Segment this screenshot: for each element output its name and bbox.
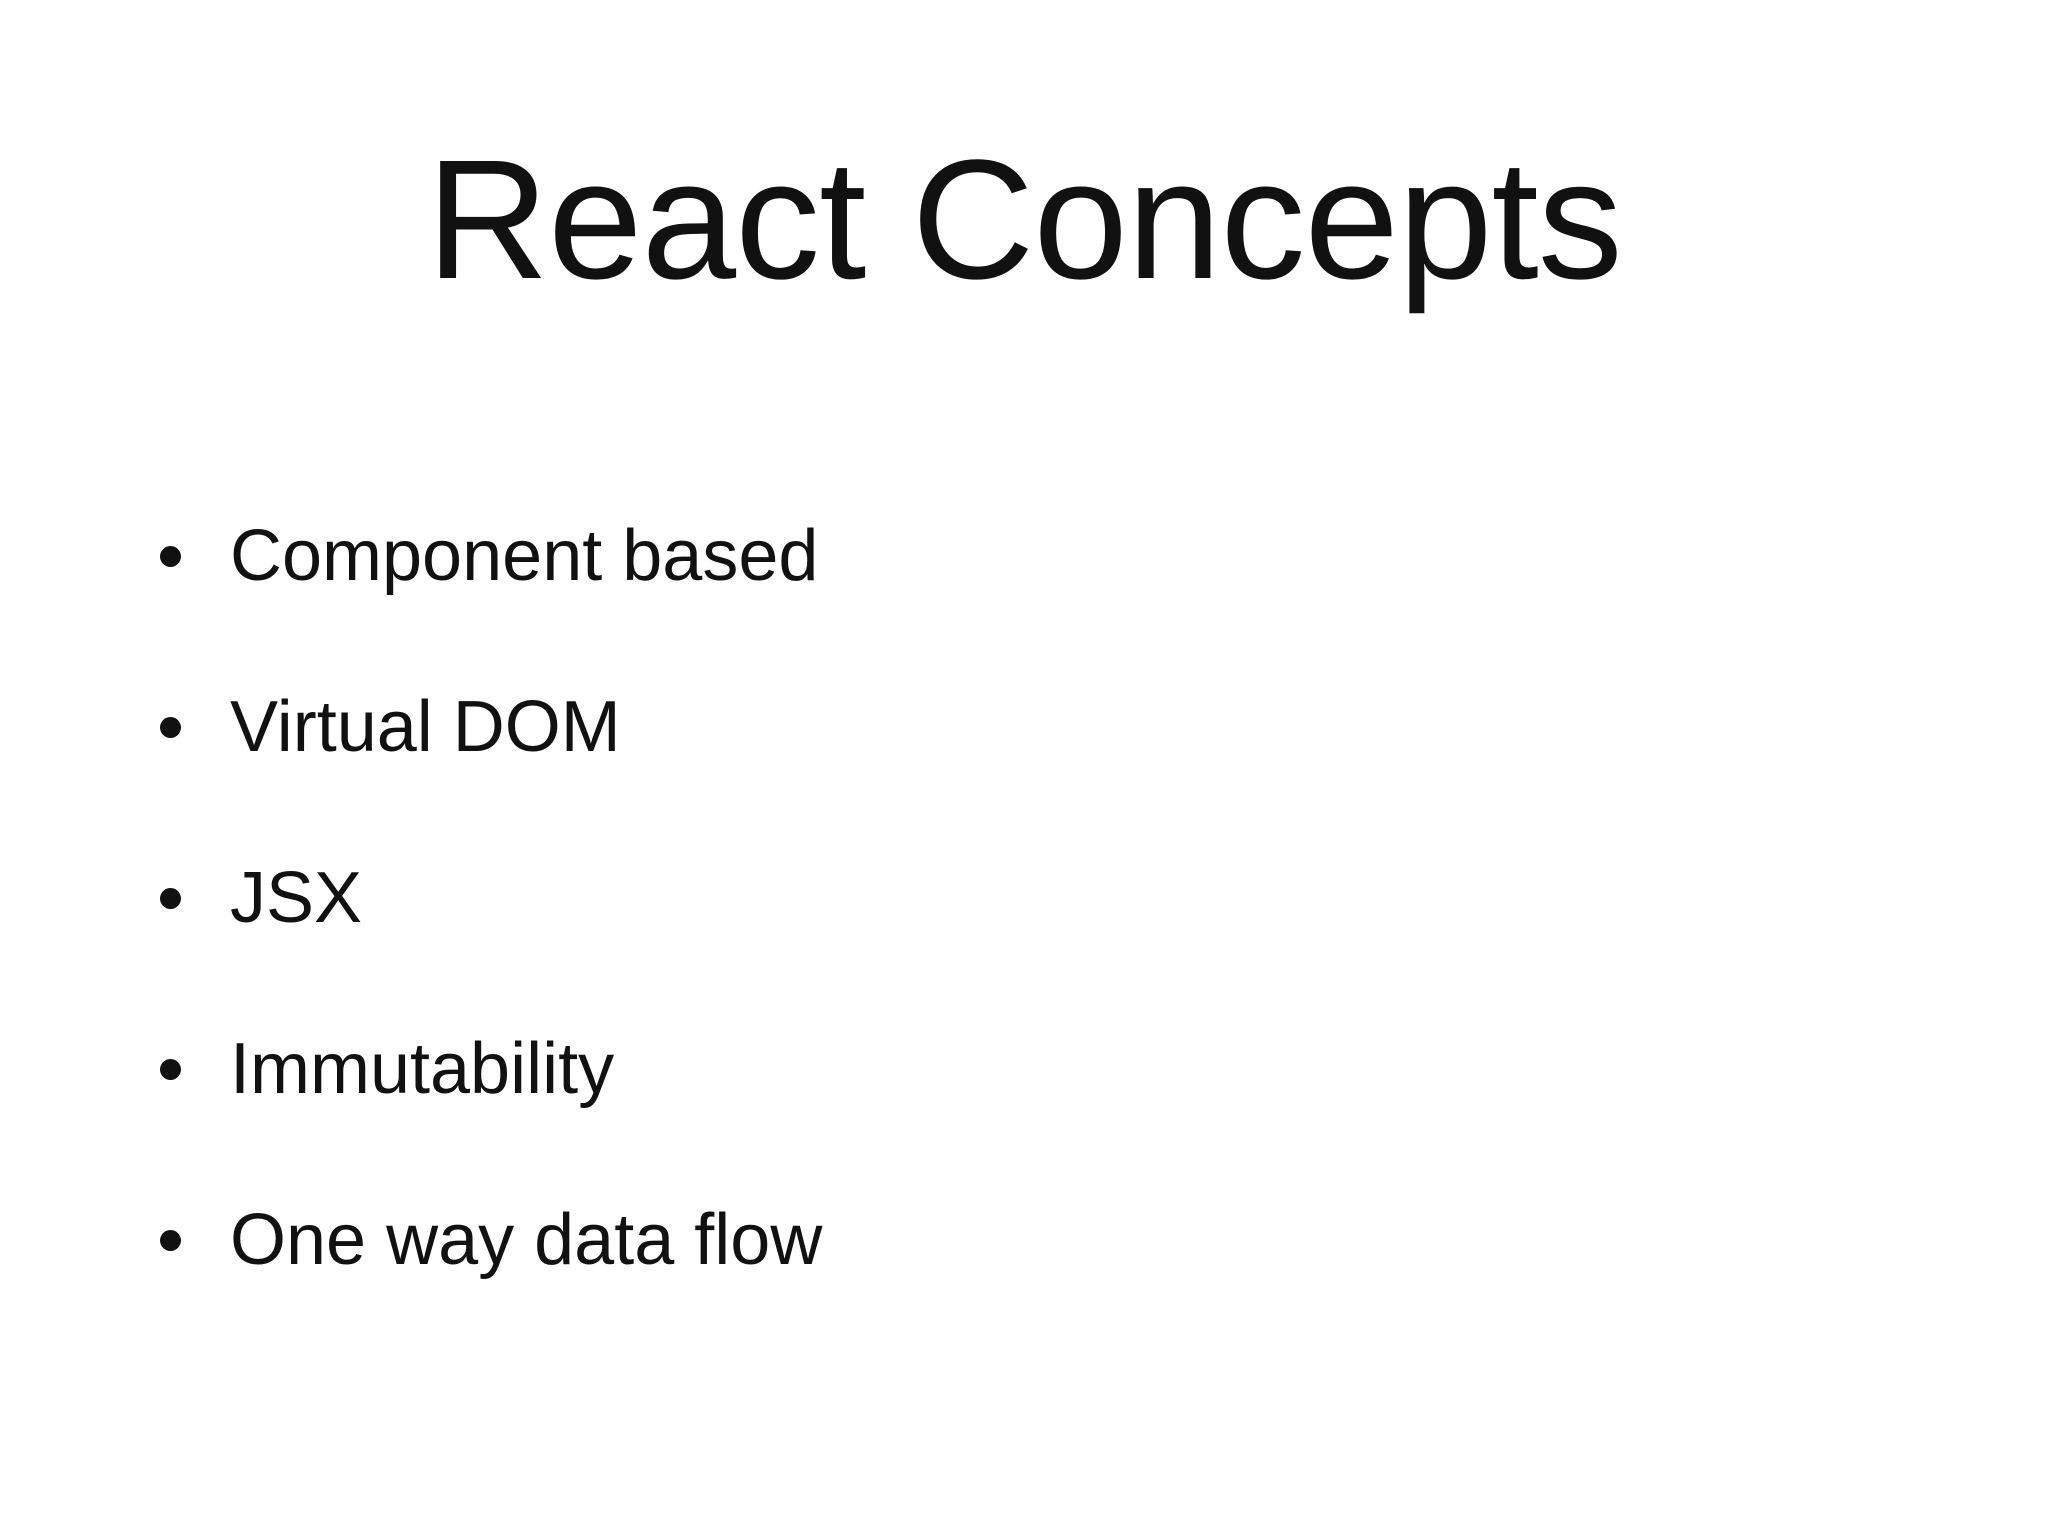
bullet-list: Component based Virtual DOM JSX Immutabi… <box>0 520 822 1375</box>
list-item: Component based <box>160 520 822 592</box>
list-item: Immutability <box>160 1033 822 1105</box>
list-item: One way data flow <box>160 1204 822 1276</box>
bullet-icon <box>160 887 181 909</box>
bullet-text: Virtual DOM <box>230 687 621 767</box>
bullet-icon <box>160 545 181 567</box>
bullet-icon <box>160 1229 181 1251</box>
slide-title: React Concepts <box>426 125 1623 315</box>
bullet-icon <box>160 1058 181 1080</box>
bullet-text: JSX <box>230 858 363 938</box>
bullet-text: Immutability <box>230 1029 615 1109</box>
list-item: JSX <box>160 862 822 934</box>
bullet-icon <box>160 716 181 738</box>
bullet-text: Component based <box>230 516 819 596</box>
list-item: Virtual DOM <box>160 691 822 763</box>
bullet-text: One way data flow <box>230 1200 823 1280</box>
